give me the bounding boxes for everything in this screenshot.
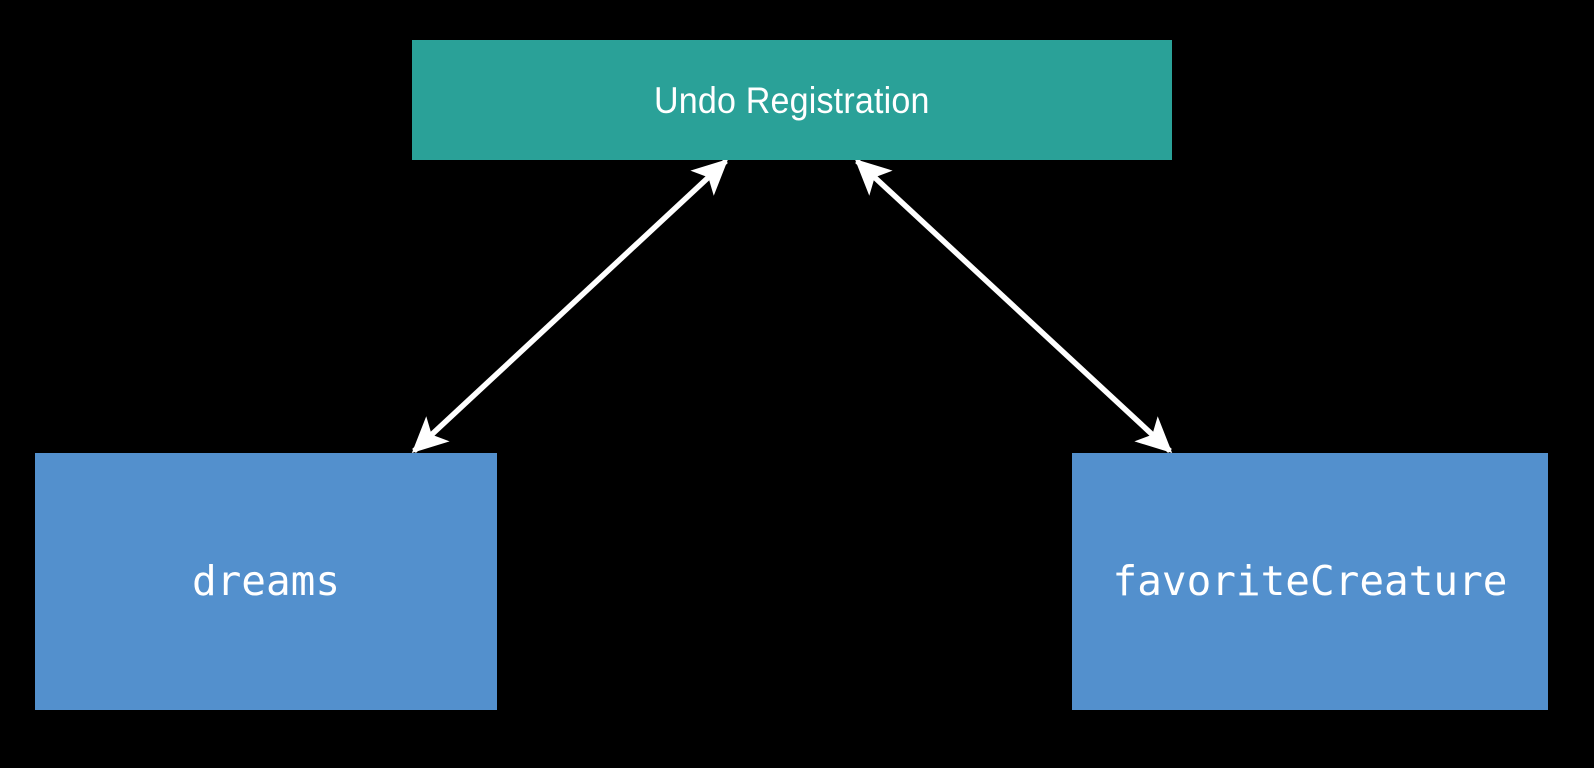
node-favorite-creature[interactable]: favoriteCreature	[1072, 453, 1548, 710]
node-undo-registration-label: Undo Registration	[654, 79, 930, 121]
node-undo-registration[interactable]: Undo Registration	[412, 40, 1172, 160]
edge-root-dreams	[411, 158, 729, 454]
node-favorite-creature-label: favoriteCreature	[1112, 557, 1508, 605]
edge-root-favoriteCreature	[854, 158, 1173, 454]
node-dreams-label: dreams	[191, 557, 341, 605]
node-dreams[interactable]: dreams	[35, 453, 497, 710]
